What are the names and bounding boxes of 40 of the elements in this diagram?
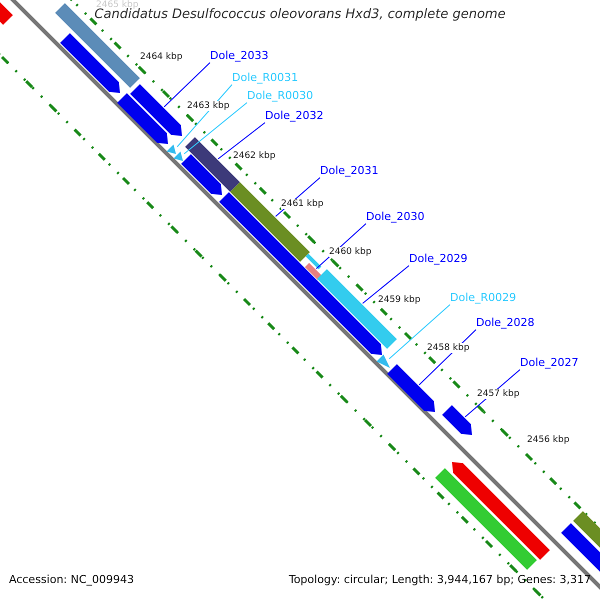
gene-feature	[435, 468, 537, 570]
gene-label: Dole_2033	[210, 50, 269, 63]
gene-feature	[442, 405, 472, 435]
gene-feature	[117, 93, 168, 144]
gene-label: Dole_R0030	[247, 90, 314, 103]
accession-text: Accession: NC_009943	[9, 574, 134, 587]
gene-label: Dole_2030	[366, 211, 425, 224]
gene-label: Dole_R0031	[232, 72, 298, 85]
trna-feature	[376, 354, 390, 368]
gene-feature	[0, 0, 13, 25]
gene-feature	[306, 254, 322, 270]
scale-label: 2458 kbp	[427, 343, 470, 354]
scale-label: 2457 kbp	[477, 389, 520, 400]
gene-feature	[387, 364, 435, 412]
scale-label: 2463 kbp	[187, 101, 230, 112]
gene-label: Dole_2032	[265, 110, 324, 123]
trna-feature	[174, 152, 183, 161]
genome-title: Candidatus Desulfococcus oleovorans Hxd3, complete genome	[93, 8, 507, 23]
gene-label: Dole_2028	[476, 317, 535, 330]
gene-label: Dole_2027	[520, 357, 579, 370]
gene-label: Dole_2029	[409, 253, 468, 266]
scale-label: 2464 kbp	[140, 52, 182, 62]
scale-label: 2462 kbp	[233, 151, 276, 162]
scale-label: 2459 kbp	[378, 295, 420, 306]
leader-line	[164, 62, 210, 108]
leader-line	[388, 304, 450, 360]
scale-label: 2461 kbp	[281, 199, 324, 210]
leader-line	[184, 102, 248, 154]
gene-label: Dole_2031	[320, 165, 379, 178]
leader-line	[362, 265, 410, 304]
scale-label: 2460 kbp	[329, 247, 372, 258]
gene-feature	[452, 462, 550, 560]
scale-label: 2456 kbp	[527, 435, 570, 446]
gene-feature	[60, 33, 120, 93]
genome-info-text: Topology: circular; Length: 3,944,167 bp; Genes: 3,317	[288, 574, 591, 587]
leader-line	[218, 122, 266, 160]
gene-feature	[130, 84, 182, 136]
gene-feature	[181, 154, 222, 195]
trna-feature	[166, 144, 176, 154]
gene-label: Dole_R0029	[450, 292, 516, 305]
